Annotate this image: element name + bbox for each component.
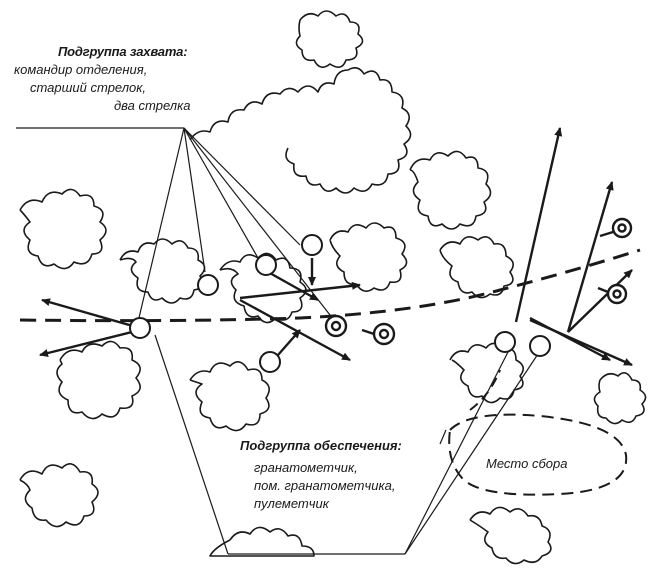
enemy-marker [599,217,633,239]
soldier-marker [259,351,281,373]
bush-lower-center [189,361,270,432]
bush-left [19,188,107,270]
support-group-member: пом. гранатометчика, [254,478,396,493]
enemy-marker [361,322,396,346]
bush-upper-center [189,66,412,194]
enemy-markers [324,217,633,346]
bush-bottom-right [469,506,552,565]
soldier-marker [529,335,551,357]
soldier-markers [129,234,551,373]
soldier-marker [129,317,151,339]
bush-far-right [593,372,647,425]
capture-group-title: Подгруппа захвата: [58,44,188,59]
bush-lower-right [449,342,524,404]
bush-bottom-left [19,463,99,528]
capture-group-member: старший стрелок, [30,80,147,95]
soldier-marker [301,234,323,256]
soldier-marker [494,331,516,353]
capture-group-member: командир отделения, [14,62,148,77]
bush-right [439,236,514,299]
bush-top-center [295,10,364,68]
movement-arrows [39,127,633,367]
assembly-point-label: Место сбора [486,456,568,471]
enemy-marker [597,283,628,305]
bush-center-right [329,222,408,292]
soldier-marker [197,274,219,296]
assembly-area-oval [448,413,628,496]
road-dashed [19,248,641,323]
soldier-marker [255,254,277,276]
bush-center-left [119,238,206,304]
enemy-marker [324,314,348,338]
bush-lower-left [56,340,141,420]
support-group-pointers [154,334,539,555]
capture-group-pointers [16,127,331,323]
capture-group-member: два стрелка [114,98,191,113]
support-group-member: гранатометчик, [254,460,358,475]
bush-bottom-center [209,526,315,557]
support-group-title: Подгруппа обеспечения: [240,438,402,453]
vegetation-outlines [19,10,647,565]
bush-upper-right [409,150,492,230]
support-group-member: пулеметчик [254,496,329,511]
